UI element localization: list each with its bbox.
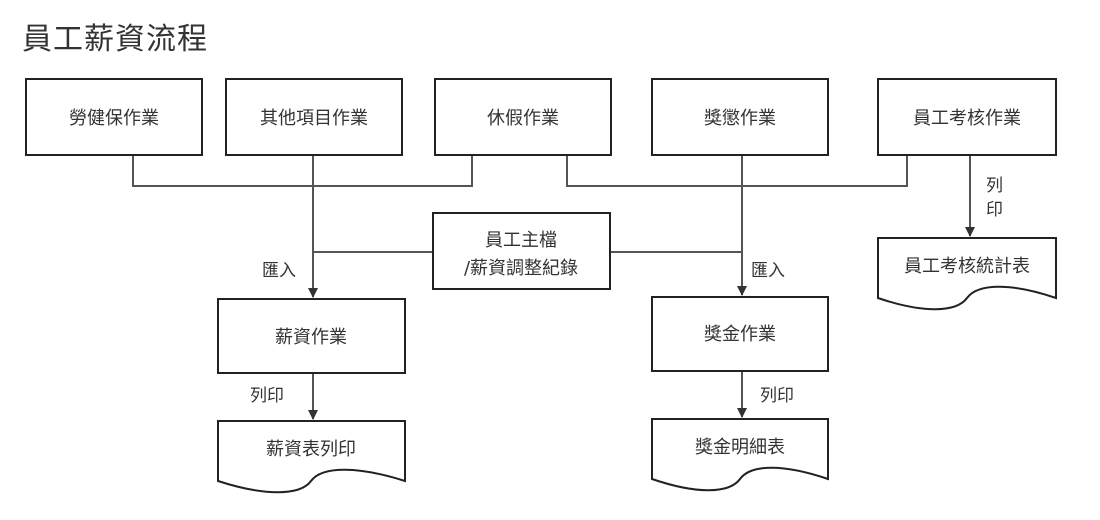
- svg-text:員工主檔: 員工主檔: [485, 230, 557, 251]
- process-bonus: 獎金作業: [651, 296, 829, 372]
- edge-label-print-appraisal-1: 列: [986, 176, 1003, 196]
- svg-text:薪資表列印: 薪資表列印: [266, 439, 356, 460]
- document-salary-report: 薪資表列印: [217, 420, 406, 494]
- svg-text:/薪資調整紀錄: /薪資調整紀錄: [464, 258, 578, 279]
- connector-right-group: [566, 155, 908, 187]
- svg-text:勞健保作業: 勞健保作業: [69, 108, 159, 129]
- edge-label-print-bonus: 列印: [760, 386, 794, 406]
- document-bonus-report: 獎金明細表: [651, 418, 829, 492]
- process-reward-penalty: 獎懲作業: [651, 78, 829, 156]
- process-employee-master: 員工主檔 /薪資調整紀錄: [432, 212, 611, 290]
- svg-text:獎金明細表: 獎金明細表: [695, 437, 785, 458]
- edge-label-print-salary: 列印: [250, 386, 284, 406]
- edge-label-import-right: 匯入: [751, 261, 785, 281]
- process-labor-health: 勞健保作業: [25, 78, 203, 156]
- diagram-title: 員工薪資流程: [22, 22, 208, 57]
- edge-label-import-left: 匯入: [262, 261, 296, 281]
- process-other-items: 其他項目作業: [225, 78, 403, 156]
- process-salary: 薪資作業: [217, 298, 406, 374]
- svg-text:薪資作業: 薪資作業: [275, 327, 347, 348]
- svg-text:員工考核作業: 員工考核作業: [913, 108, 1021, 129]
- edge-label-print-appraisal-2: 印: [986, 200, 1003, 220]
- svg-text:獎懲作業: 獎懲作業: [704, 108, 776, 129]
- svg-text:其他項目作業: 其他項目作業: [260, 108, 368, 129]
- svg-text:獎金作業: 獎金作業: [704, 324, 776, 345]
- process-appraisal: 員工考核作業: [877, 78, 1057, 156]
- process-leave: 休假作業: [434, 78, 612, 156]
- connector-left-group: [132, 155, 473, 187]
- document-appraisal-report: 員工考核統計表: [877, 237, 1057, 311]
- svg-text:休假作業: 休假作業: [487, 108, 559, 129]
- connector-lines: [132, 155, 975, 420]
- svg-text:員工考核統計表: 員工考核統計表: [904, 256, 1030, 277]
